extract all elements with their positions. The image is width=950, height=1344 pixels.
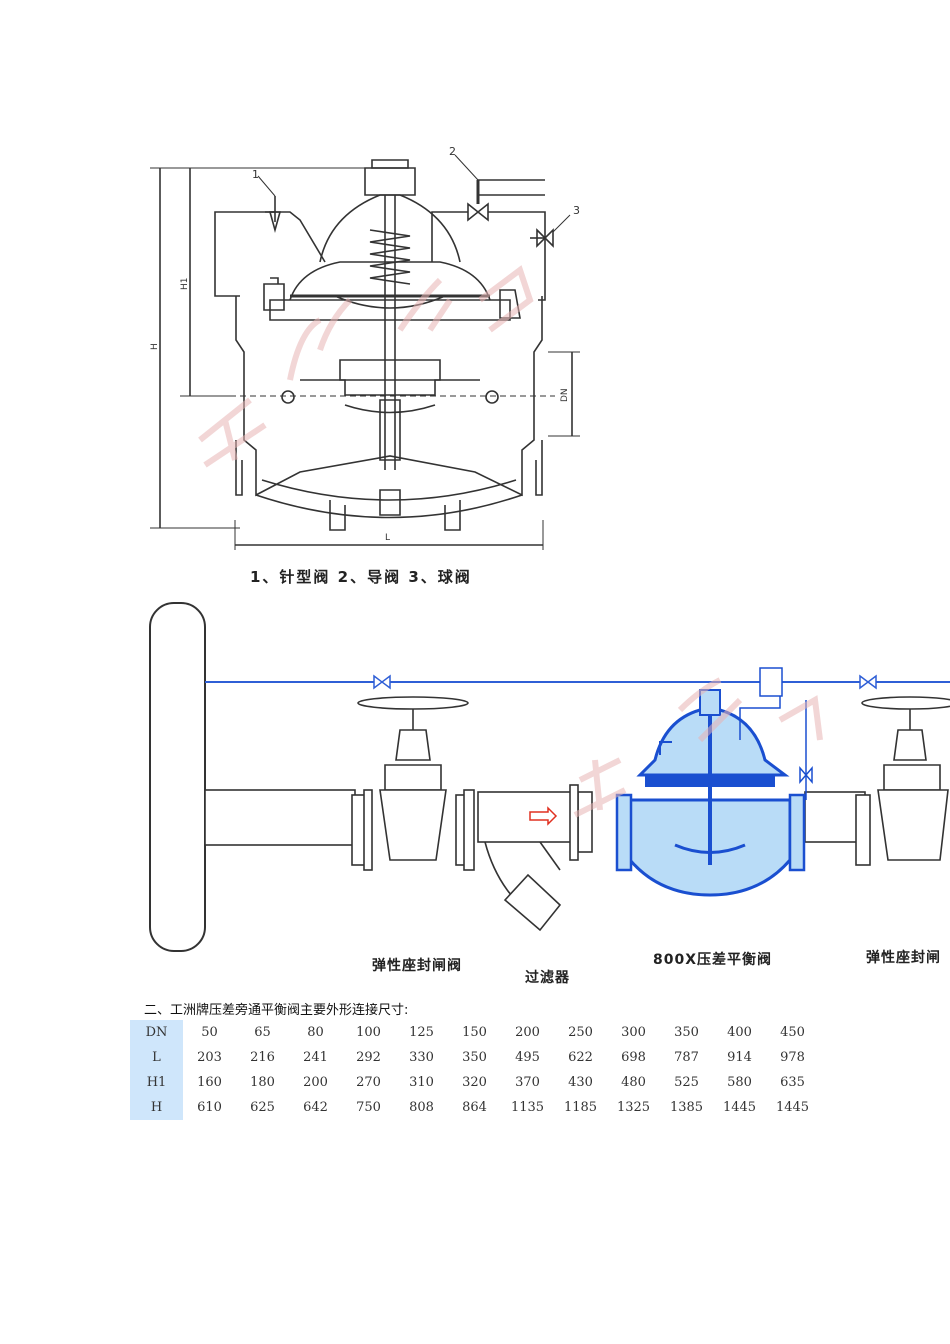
- table-cell: 50: [201, 1025, 218, 1040]
- table-cell: 625: [250, 1100, 275, 1115]
- callout-1: 1: [252, 168, 259, 181]
- table-cell: 270: [356, 1075, 381, 1090]
- table-cell: 350: [674, 1025, 699, 1040]
- table-cell: 241: [303, 1050, 328, 1065]
- dim-label-l: L: [385, 533, 390, 543]
- table-cell: 203: [197, 1050, 222, 1065]
- figure1-caption: 1、针型阀 2、导阀 3、球阀: [250, 568, 472, 586]
- table-row: H 610 625 642 750 808 864 1135 1185 1325 1385 1445 1…: [130, 1095, 819, 1120]
- table-row: L 203 216 241 292 330 350 495 622 698 787 914 978: [130, 1045, 819, 1070]
- dim-label-h1: H1: [180, 278, 190, 291]
- table-cell: 642: [303, 1100, 328, 1115]
- table-cell: 216: [250, 1050, 275, 1065]
- table-cell: 250: [568, 1025, 593, 1040]
- row-header: DN: [130, 1020, 183, 1045]
- valve-section-drawing: 1 2 3 H H1 DN L: [150, 145, 580, 550]
- table-cell: 80: [307, 1025, 324, 1040]
- callout-3: 3: [573, 204, 580, 217]
- watermark-logo: [198, 265, 534, 468]
- label-filter: 过滤器: [525, 970, 570, 986]
- row-header: H1: [130, 1070, 183, 1095]
- label-gate-valve-left: 弹性座封闸阀: [372, 958, 462, 974]
- dim-label-dn: DN: [560, 388, 570, 402]
- table-cell: 698: [621, 1050, 646, 1065]
- pressure-balancing-valve: [615, 667, 813, 897]
- table-row: H1 160 180 200 270 310 320 370 430 480 525 580 635: [130, 1070, 819, 1095]
- table-cell: 310: [409, 1075, 434, 1090]
- table-cell: 622: [568, 1050, 593, 1065]
- dim-label-h: H: [150, 343, 160, 350]
- label-main-valve: 800X压差平衡阀: [653, 952, 773, 968]
- y-filter: [484, 784, 593, 932]
- table-cell: 1185: [563, 1100, 598, 1115]
- table-cell: 320: [462, 1075, 487, 1090]
- table-cell: 292: [356, 1050, 381, 1065]
- table-cell: 1445: [775, 1100, 810, 1115]
- table-cell: 160: [197, 1075, 222, 1090]
- table-cell: 350: [462, 1050, 487, 1065]
- table-cell: 150: [462, 1025, 487, 1040]
- row-header: H: [130, 1095, 183, 1120]
- table-cell: 787: [674, 1050, 699, 1065]
- row-header: L: [130, 1045, 183, 1070]
- table-cell: 370: [515, 1075, 540, 1090]
- table-cell: 635: [780, 1075, 805, 1090]
- gate-valve-right: [855, 696, 950, 866]
- table-cell: 914: [727, 1050, 752, 1065]
- table-cell: 750: [356, 1100, 381, 1115]
- installation-diagram: [149, 602, 950, 952]
- table-cell: 495: [515, 1050, 540, 1065]
- table-cell: 610: [197, 1100, 222, 1115]
- table-cell: 480: [621, 1075, 646, 1090]
- table-cell: 1325: [616, 1100, 651, 1115]
- gate-valve-left: [351, 696, 475, 871]
- table-cell: 1385: [669, 1100, 704, 1115]
- callout-2: 2: [449, 145, 456, 158]
- table-cell: 100: [356, 1025, 381, 1040]
- section-title: 二、工洲牌压差旁通平衡阀主要外形连接尺寸:: [144, 1003, 409, 1018]
- table-cell: 125: [409, 1025, 434, 1040]
- label-gate-valve-right: 弹性座封闸: [866, 950, 941, 966]
- table-cell: 864: [462, 1100, 487, 1115]
- table-cell: 330: [409, 1050, 434, 1065]
- table-cell: 1445: [722, 1100, 757, 1115]
- table-cell: 180: [250, 1075, 275, 1090]
- table-cell: 580: [727, 1075, 752, 1090]
- table-cell: 978: [780, 1050, 805, 1065]
- table-cell: 450: [780, 1025, 805, 1040]
- table-cell: 300: [621, 1025, 646, 1040]
- table-cell: 400: [727, 1025, 752, 1040]
- table-cell: 808: [409, 1100, 434, 1115]
- table-cell: 65: [254, 1025, 271, 1040]
- table-cell: 430: [568, 1075, 593, 1090]
- watermark-logo-2: [573, 677, 823, 818]
- table-row: DN 50 65 80 100 125 150 200 250 300 350 400 450: [130, 1020, 819, 1045]
- table-cell: 200: [515, 1025, 540, 1040]
- table-cell: 1135: [510, 1100, 545, 1115]
- table-cell: 525: [674, 1075, 699, 1090]
- table-cell: 200: [303, 1075, 328, 1090]
